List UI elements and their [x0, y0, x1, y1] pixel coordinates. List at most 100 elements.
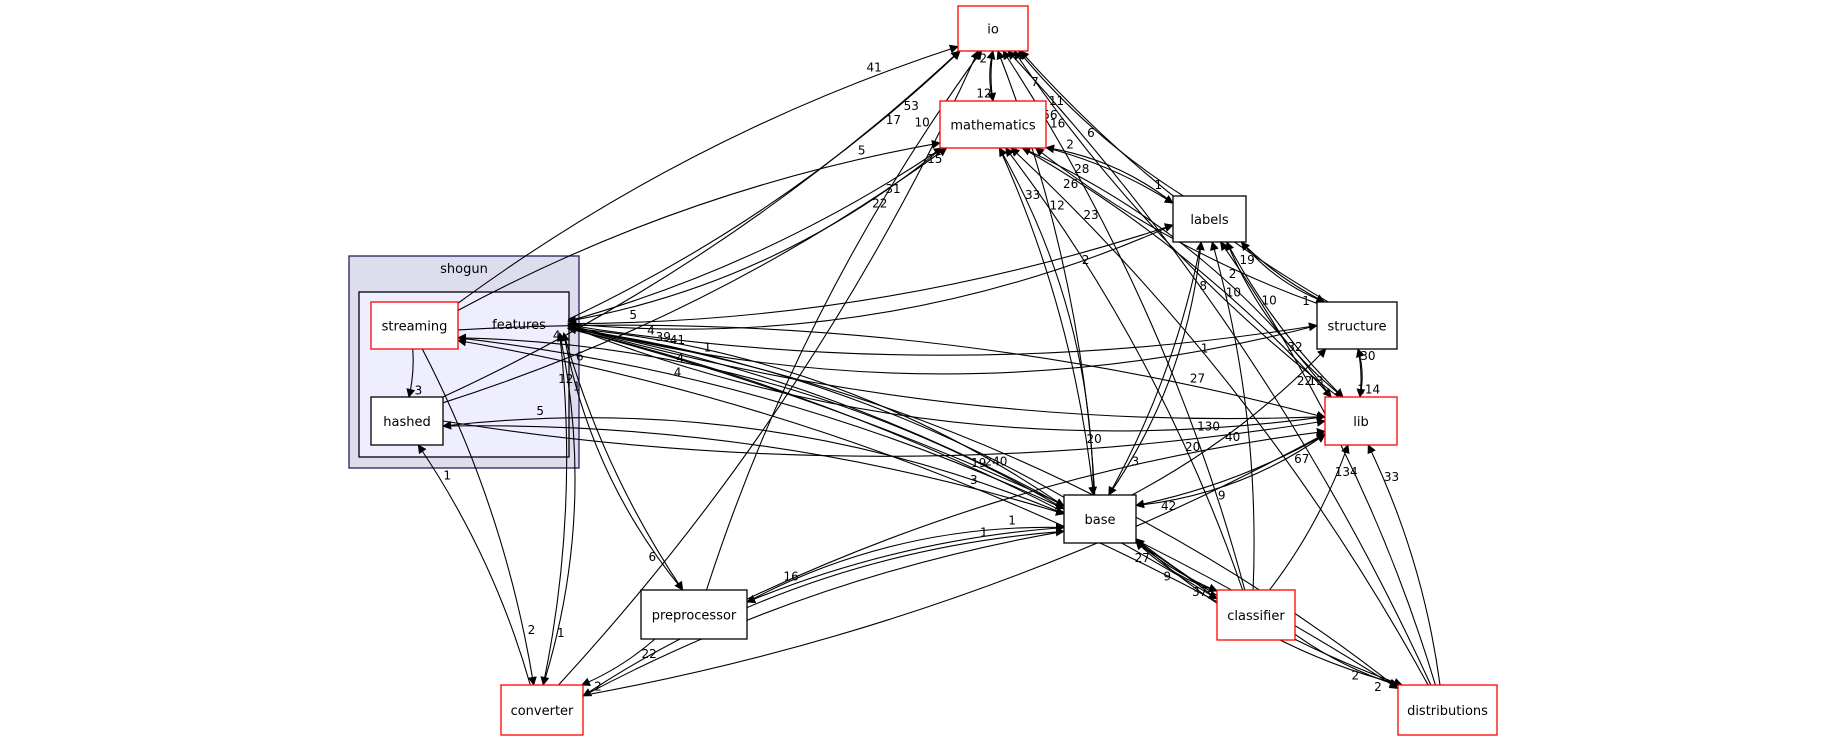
edge-label-base-to-lib[interactable]: 67 — [1294, 452, 1309, 466]
edge-label-features-to-mathematics[interactable]: 31 — [885, 182, 900, 196]
edge-base-to-structure[interactable] — [1131, 348, 1327, 496]
edge-label-distributions-to-features[interactable]: 1 — [704, 341, 712, 355]
edge-lib-to-structure[interactable] — [1356, 348, 1365, 398]
edge-structure-to-io[interactable] — [1020, 50, 1329, 303]
edge-label-labels-to-features[interactable]: 39 — [656, 330, 671, 344]
node-base[interactable]: base — [1063, 494, 1137, 544]
edge-converter-to-io[interactable] — [558, 50, 979, 686]
edge-hashed-to-io[interactable] — [442, 50, 961, 398]
edge-label-base-to-hashed[interactable]: 5 — [536, 404, 544, 418]
edge-base-to-labels[interactable] — [1108, 241, 1205, 496]
edge-base-to-hashed[interactable] — [442, 417, 1065, 515]
edge-label-preprocessor-to-features[interactable]: 12 — [558, 372, 573, 386]
edge-label-features-to-base[interactable]: 240 — [984, 455, 1007, 469]
edge-preprocessor-to-lib[interactable] — [746, 427, 1326, 600]
edge-label-base-to-preprocessor[interactable]: 16 — [784, 570, 799, 584]
edge-label-hashed-to-lib[interactable]: 20 — [1185, 440, 1200, 454]
edge-label-distributions-to-base[interactable]: 9 — [1163, 570, 1171, 584]
edge-label-distributions-to-labels[interactable]: 10 — [1261, 294, 1276, 308]
edge-label-hashed-to-base[interactable]: 3 — [970, 473, 978, 487]
edge-distributions-to-io[interactable] — [1007, 50, 1432, 686]
edge-label-labels-to-structure[interactable]: 1 — [1302, 294, 1310, 308]
edge-label-classifier-to-features[interactable]: 41 — [670, 333, 685, 347]
edge-base-to-converter[interactable] — [582, 530, 1065, 697]
edge-classifier-to-features[interactable] — [567, 324, 1218, 600]
edge-preprocessor-to-base[interactable] — [746, 522, 1065, 603]
edge-features-to-lib[interactable] — [567, 325, 1326, 422]
edge-features-to-mathematics[interactable] — [567, 147, 943, 322]
edge-label-hashed-to-io[interactable]: 17 — [886, 113, 901, 127]
edge-label-preprocessor-to-io[interactable]: 10 — [914, 116, 929, 130]
edge-label-base-to-streaming[interactable]: 4 — [553, 329, 561, 343]
edge-structure-to-labels[interactable] — [1240, 241, 1325, 303]
edge-label-features-to-converter[interactable]: 1 — [557, 626, 565, 640]
node-distributions[interactable]: distributions — [1397, 684, 1498, 736]
edge-label-streaming-to-base[interactable]: 19 — [971, 456, 986, 470]
edge-label-hashed-to-mathematics[interactable]: 22 — [872, 197, 887, 211]
edge-label-classifier-to-base[interactable]: 27 — [1135, 551, 1150, 565]
edge-label-features-to-io[interactable]: 53 — [904, 99, 919, 113]
edge-lib-to-base[interactable] — [1135, 434, 1326, 509]
edge-classifier-to-labels[interactable] — [1210, 241, 1255, 591]
edge-label-converter-to-hashed[interactable]: 1 — [443, 468, 451, 482]
edge-label-structure-to-mathematics[interactable]: 26 — [1063, 177, 1078, 191]
node-lib[interactable]: lib — [1324, 396, 1398, 446]
edge-lib-to-features[interactable] — [567, 324, 1326, 432]
edge-base-to-streaming[interactable] — [457, 333, 1065, 510]
edge-base-to-preprocessor[interactable] — [746, 526, 1065, 604]
edge-converter-to-hashed[interactable] — [417, 444, 531, 686]
edge-label-structure-to-io[interactable]: 11 — [1049, 94, 1064, 108]
edge-label-mathematics-to-lib[interactable]: 32 — [1287, 340, 1302, 354]
edge-label-base-to-classifier[interactable]: 37 — [1192, 585, 1207, 599]
node-io[interactable]: io — [957, 5, 1029, 52]
edge-streaming-to-mathematics[interactable] — [457, 139, 941, 311]
edge-lib-to-labels[interactable] — [1225, 241, 1344, 398]
edge-features-to-labels[interactable] — [567, 223, 1174, 325]
edge-label-lib-to-features[interactable]: 4 — [674, 366, 682, 380]
edge-base-to-features[interactable] — [567, 324, 1065, 507]
edge-streaming-to-base[interactable] — [457, 337, 1065, 510]
edge-label-converter-to-base[interactable]: 1 — [980, 526, 988, 540]
edge-mathematics-to-io[interactable] — [986, 50, 996, 102]
edge-distributions-to-labels[interactable] — [1220, 241, 1436, 686]
edge-label-converter-to-io[interactable]: 15 — [927, 152, 942, 166]
edge-label-base-to-mathematics[interactable]: 33 — [1025, 188, 1040, 202]
edge-label-classifier-to-labels[interactable]: 10 — [1226, 285, 1241, 299]
edge-label-features-to-lib[interactable]: 130 — [1197, 420, 1220, 434]
edge-label-base-to-features[interactable]: 4 — [647, 324, 655, 338]
edge-base-to-lib[interactable] — [1135, 433, 1326, 507]
edge-features-to-classifier[interactable] — [567, 327, 1218, 600]
edge-classifier-to-lib[interactable] — [1269, 444, 1350, 591]
edge-label-features-to-structure[interactable]: 1 — [1201, 342, 1209, 356]
edge-label-classifier-to-io[interactable]: 16 — [1050, 117, 1065, 131]
edge-mathematics-to-base[interactable] — [998, 147, 1098, 496]
node-mathematics[interactable]: mathematics — [939, 100, 1047, 149]
edge-label-structure-to-lib[interactable]: 114 — [1357, 382, 1380, 396]
edge-preprocessor-to-converter[interactable] — [580, 638, 656, 686]
edge-preprocessor-to-features[interactable] — [560, 332, 684, 591]
edge-labels-to-mathematics[interactable] — [1045, 144, 1174, 204]
edge-converter-to-base[interactable] — [582, 527, 1065, 697]
edge-features-to-base[interactable] — [567, 327, 1065, 507]
edge-label-distributions-to-lib[interactable]: 33 — [1384, 470, 1399, 484]
node-preprocessor[interactable]: preprocessor — [640, 589, 748, 640]
edge-streaming-to-hashed[interactable] — [406, 348, 416, 398]
edge-distributions-to-mathematics[interactable] — [1010, 147, 1429, 686]
node-labels[interactable]: labels — [1172, 195, 1247, 243]
edge-label-mathematics-to-io[interactable]: 2 — [979, 52, 987, 66]
edge-classifier-to-io[interactable] — [1002, 50, 1246, 591]
edge-label-structure-to-labels[interactable]: 19 — [1239, 253, 1254, 267]
edge-label-features-to-preprocessor[interactable]: 6 — [648, 550, 656, 564]
edge-base-to-mathematics[interactable] — [998, 147, 1095, 496]
edge-label-converter-to-features[interactable]: 1 — [573, 380, 581, 394]
edge-label-distributions-to-mathematics[interactable]: 23 — [1083, 208, 1098, 222]
edge-label-mathematics-to-labels[interactable]: 1 — [1154, 178, 1162, 192]
node-structure[interactable]: structure — [1316, 301, 1398, 350]
node-streaming[interactable]: streaming — [370, 301, 459, 350]
edge-labels-to-features[interactable] — [567, 224, 1174, 330]
edge-classifier-to-distributions[interactable] — [1294, 633, 1399, 688]
edge-label-classifier-to-distributions[interactable]: 2 — [1374, 680, 1382, 694]
node-converter[interactable]: converter — [500, 684, 584, 736]
edge-label-io-to-mathematics[interactable]: 12 — [976, 87, 991, 101]
edge-classifier-to-mathematics[interactable] — [1005, 147, 1244, 591]
